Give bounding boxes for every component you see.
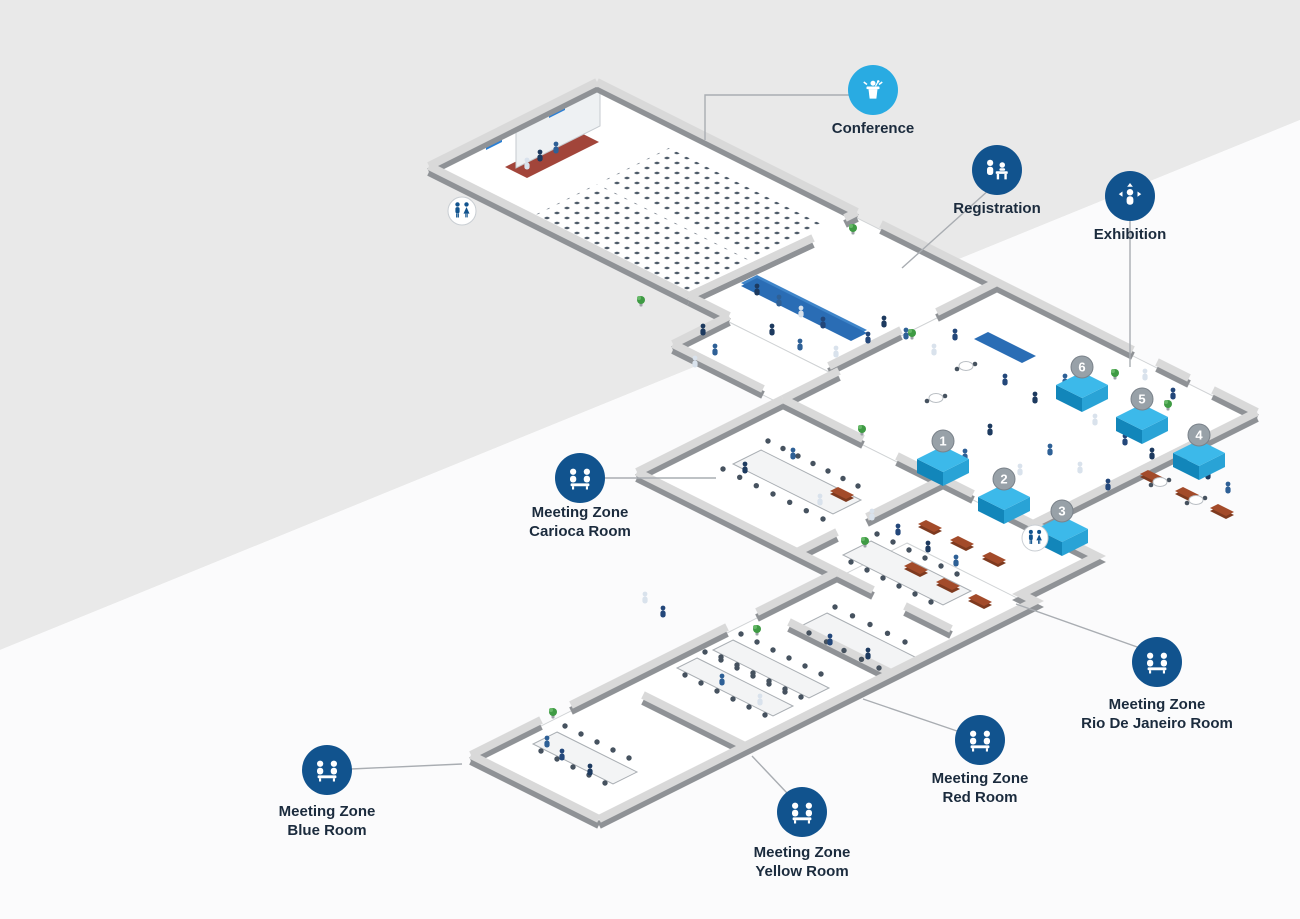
zone-label-line2: Red Room <box>943 789 1018 806</box>
exhibition-label: Exhibition <box>1094 226 1167 243</box>
leader-line <box>1015 603 1141 649</box>
marker-conference: Conference <box>704 65 915 140</box>
booth-number-badge <box>1130 387 1154 411</box>
registration-counter <box>741 278 867 341</box>
marker-zone-rio: Meeting Zone Rio De Janeiro Room <box>1015 603 1233 732</box>
booth-number: 2 <box>1000 472 1007 487</box>
info-counter <box>974 332 1036 363</box>
table-carioca <box>731 449 863 515</box>
registration-badge <box>972 145 1022 195</box>
booth-number-badge <box>1187 423 1211 447</box>
table-blue-room <box>531 731 639 785</box>
restroom-marker-2 <box>1021 524 1049 552</box>
zone-label-line2: Yellow Room <box>755 863 848 880</box>
booth-number: 3 <box>1058 504 1065 519</box>
zone-label-line1: Meeting Zone <box>1109 696 1206 713</box>
marker-zone-carioca: Meeting Zone Carioca Room <box>529 453 716 540</box>
walls <box>427 84 1259 829</box>
registration-label: Registration <box>953 200 1041 217</box>
zone-label-line2: Blue Room <box>287 822 366 839</box>
table-yellow-room-2 <box>675 657 795 717</box>
restroom-marker-1 <box>447 196 477 226</box>
booth-number-badge <box>992 467 1016 491</box>
booth-number: 5 <box>1138 392 1145 407</box>
zone-label-line2: Rio De Janeiro Room <box>1081 715 1233 732</box>
meeting-zone-badge <box>955 715 1005 765</box>
conference-label: Conference <box>832 120 915 137</box>
booth-number-badge <box>1050 499 1074 523</box>
booth-number: 6 <box>1078 360 1085 375</box>
seating-block-2 <box>533 184 749 292</box>
exhibition-booth-6: 6 <box>1056 355 1108 412</box>
leader-line <box>751 755 788 794</box>
exhibition-booth-1: 1 <box>917 429 969 486</box>
meeting-zone-badge <box>555 453 605 503</box>
zone-label-line1: Meeting Zone <box>279 803 376 820</box>
table-rio <box>841 540 973 606</box>
leader-line <box>901 188 991 269</box>
booth-number-badge <box>931 429 955 453</box>
meeting-zone-badge <box>777 787 827 837</box>
zone-label-line1: Meeting Zone <box>932 770 1029 787</box>
exhibition-badge <box>1105 171 1155 221</box>
leader-line <box>862 698 958 732</box>
marker-registration: Registration <box>901 145 1041 269</box>
exhibition-booths: 1 2 3 4 <box>917 355 1225 556</box>
zone-label-line1: Meeting Zone <box>754 844 851 861</box>
walls <box>427 78 1259 823</box>
exhibition-booth-2: 2 <box>978 467 1030 524</box>
meeting-zone-badge <box>1132 637 1182 687</box>
zone-label-line1: Meeting Zone <box>532 504 629 521</box>
marker-exhibition: Exhibition <box>1094 171 1167 367</box>
marker-zone-red: Meeting Zone Red Room <box>862 698 1029 806</box>
legend-markers: Conference Registration Exhibition Meeti… <box>279 65 1233 880</box>
exhibition-booth-5: 5 <box>1116 387 1168 444</box>
marker-zone-yellow: Meeting Zone Yellow Room <box>751 755 851 880</box>
booth-number: 1 <box>939 434 946 449</box>
marker-zone-blue: Meeting Zone Blue Room <box>279 745 463 839</box>
exhibition-booth-4: 4 <box>1173 423 1225 480</box>
leader-line <box>350 763 463 770</box>
zone-label-line2: Carioca Room <box>529 523 631 540</box>
decorations <box>524 141 1234 786</box>
table-yellow-room-1 <box>711 639 831 699</box>
seating-block-1 <box>605 148 821 256</box>
booth-number: 4 <box>1195 428 1203 443</box>
leader-line <box>704 94 849 140</box>
booth-number-badge <box>1070 355 1094 379</box>
building: 1 2 3 4 <box>427 78 1259 829</box>
meeting-zone-badge <box>302 745 352 795</box>
